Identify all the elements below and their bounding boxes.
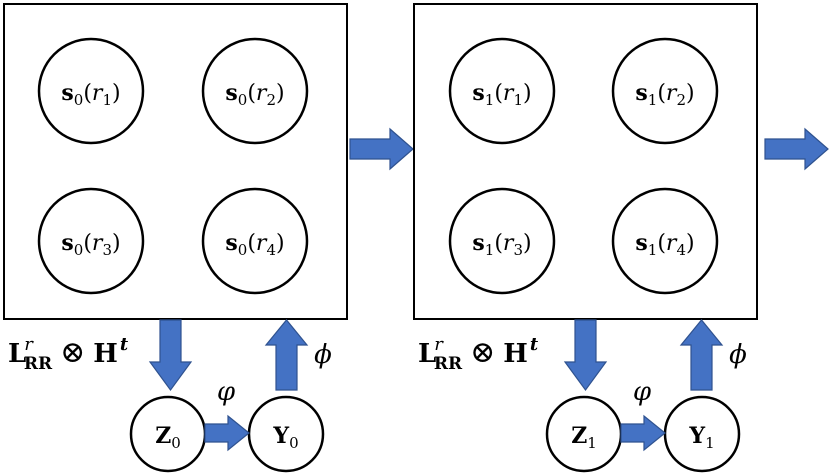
svg-text:s0(r2): s0(r2) — [225, 80, 284, 109]
z-node-stage-0: Z0 — [129, 395, 207, 473]
phi-label-stage-0: ϕ — [314, 340, 332, 370]
varphi-label-stage-0: φ — [217, 377, 236, 407]
next-stage-arrow — [764, 127, 829, 171]
svg-text:Y1: Y1 — [688, 423, 714, 452]
svg-text:Z1: Z1 — [571, 423, 597, 452]
state-node-s1-r3: s1(r3) — [448, 187, 556, 295]
svg-text:s1(r3): s1(r3) — [472, 230, 531, 259]
svg-text:s0(r1): s0(r1) — [61, 80, 120, 109]
y-node-stage-0: Y0 — [247, 395, 325, 473]
z-node-stage-1: Z1 — [545, 395, 623, 473]
up-arrow-stage-0 — [264, 319, 309, 391]
y-node-stage-1: Y1 — [663, 395, 741, 473]
state-node-s0-r1: s0(r1) — [37, 37, 145, 145]
state-node-s0-r3: s0(r3) — [37, 187, 145, 295]
z-to-y-arrow-stage-1 — [620, 414, 666, 452]
state-node-s0-r4: s0(r4) — [201, 187, 309, 295]
phi-label-stage-1: ϕ — [729, 340, 747, 370]
state-node-s1-r1: s1(r1) — [448, 37, 556, 145]
stage-transition-arrow — [349, 127, 414, 171]
svg-text:s1(r1): s1(r1) — [472, 80, 531, 109]
svg-text:s0(r4): s0(r4) — [225, 230, 284, 259]
state-node-s1-r4: s1(r4) — [611, 187, 719, 295]
svg-text:s1(r4): s1(r4) — [635, 230, 694, 259]
svg-text:Y0: Y0 — [272, 423, 298, 452]
varphi-label-stage-1: φ — [633, 377, 652, 407]
state-node-s0-r2: s0(r2) — [201, 37, 309, 145]
svg-text:s0(r3): s0(r3) — [61, 230, 120, 259]
svg-text:s1(r2): s1(r2) — [635, 80, 694, 109]
down-arrow-stage-0 — [148, 319, 193, 392]
z-to-y-arrow-stage-0 — [204, 414, 250, 452]
up-arrow-stage-1 — [679, 319, 724, 391]
svg-text:Z0: Z0 — [155, 423, 181, 452]
state-node-s1-r2: s1(r2) — [611, 37, 719, 145]
down-arrow-stage-1 — [563, 319, 608, 392]
